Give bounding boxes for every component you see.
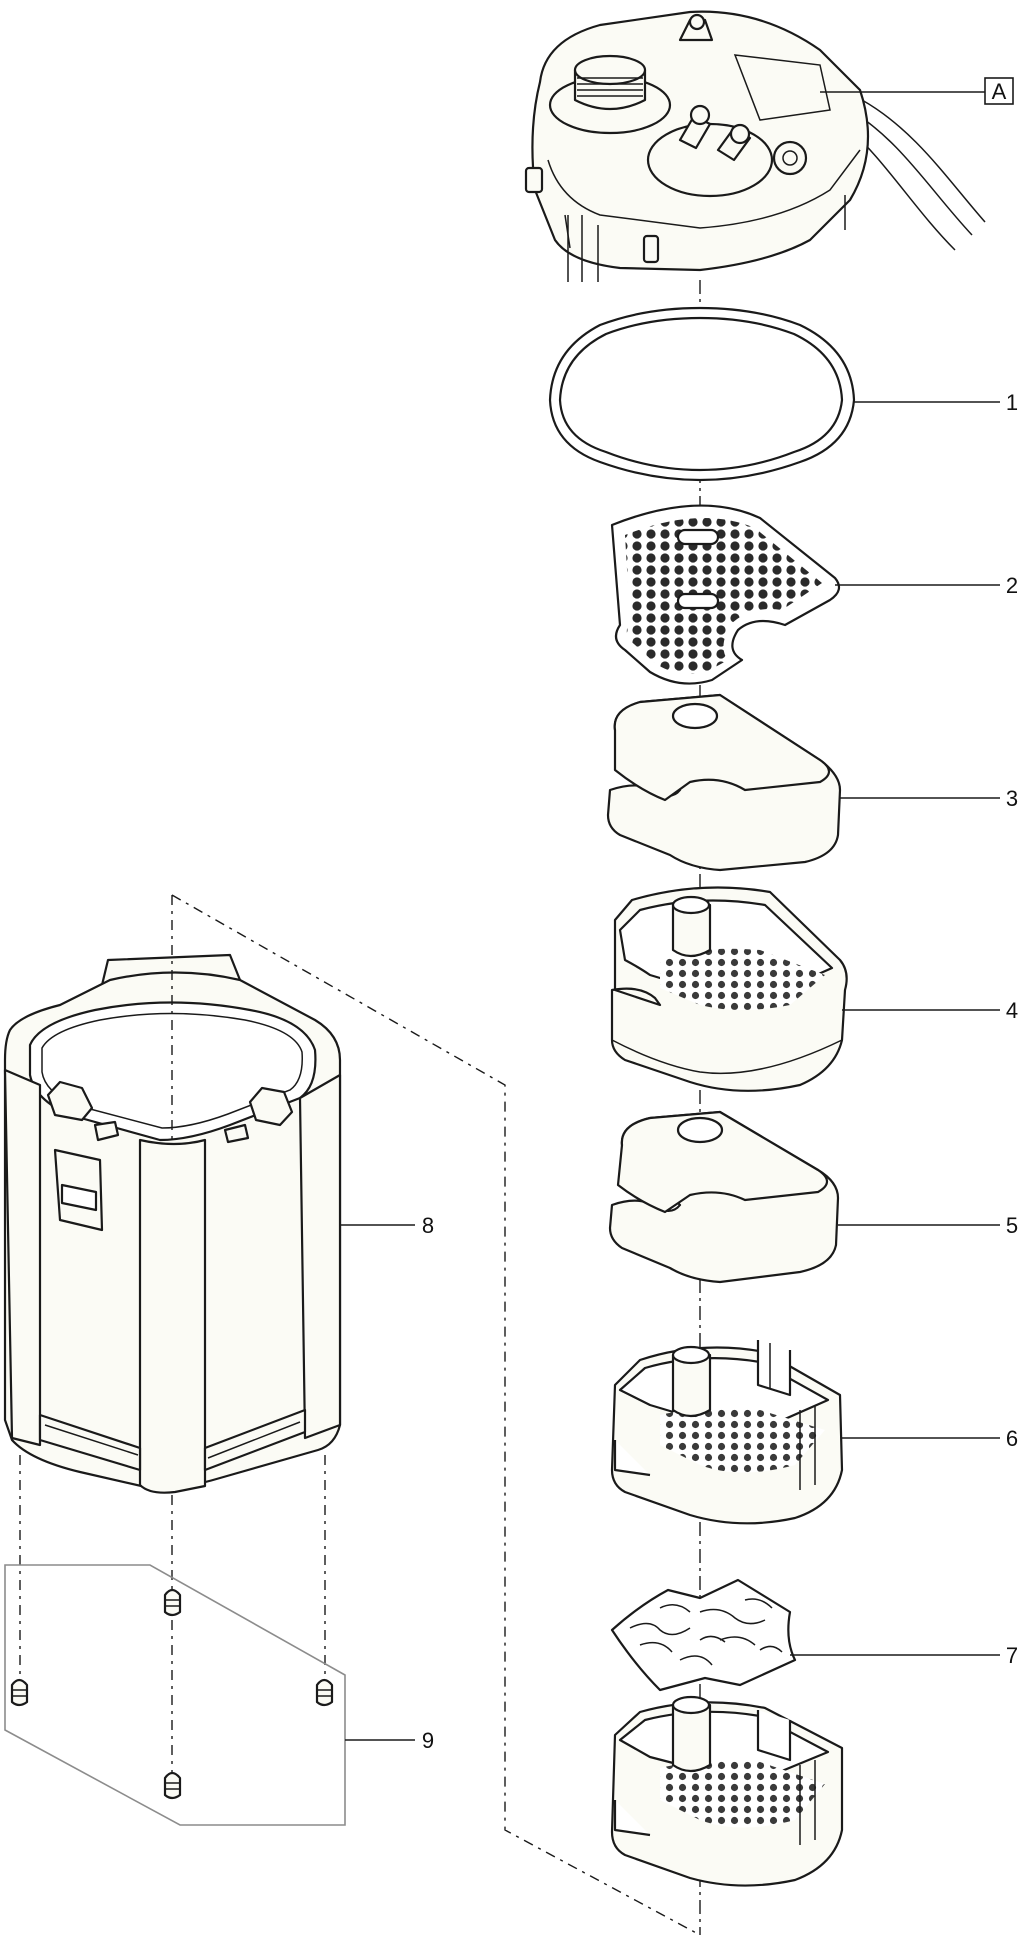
rubber-feet-icon	[4, 1564, 346, 1826]
callout-label: 4	[1006, 998, 1018, 1023]
filter-media-bag-icon	[610, 1578, 797, 1692]
callout-label: 6	[1006, 1426, 1018, 1451]
callout-label: 9	[422, 1728, 434, 1753]
callout-label: 5	[1006, 1213, 1018, 1238]
filter-basket-icon	[610, 886, 848, 1092]
pump-head-icon	[524, 10, 986, 282]
filter-foam-icon	[606, 693, 842, 872]
filter-basket-with-handles-icon	[610, 1695, 844, 1887]
filter-canister-housing-icon	[3, 953, 342, 1494]
callout-label: A	[992, 79, 1007, 104]
callout-label: 2	[1006, 573, 1018, 598]
filter-grid-plate-icon	[610, 504, 841, 685]
filter-foam-icon	[608, 1110, 840, 1284]
assembly-axis	[171, 894, 701, 1936]
assembly-axis	[19, 1455, 326, 1785]
callout-label: 7	[1006, 1643, 1018, 1668]
callout-a-box	[984, 77, 1014, 105]
callout-label: 3	[1006, 786, 1018, 811]
callout-label: 8	[422, 1213, 434, 1238]
sealing-ring-icon	[548, 306, 856, 482]
callout-label: 1	[1006, 390, 1018, 415]
filter-basket-with-handles-icon	[610, 1340, 844, 1525]
